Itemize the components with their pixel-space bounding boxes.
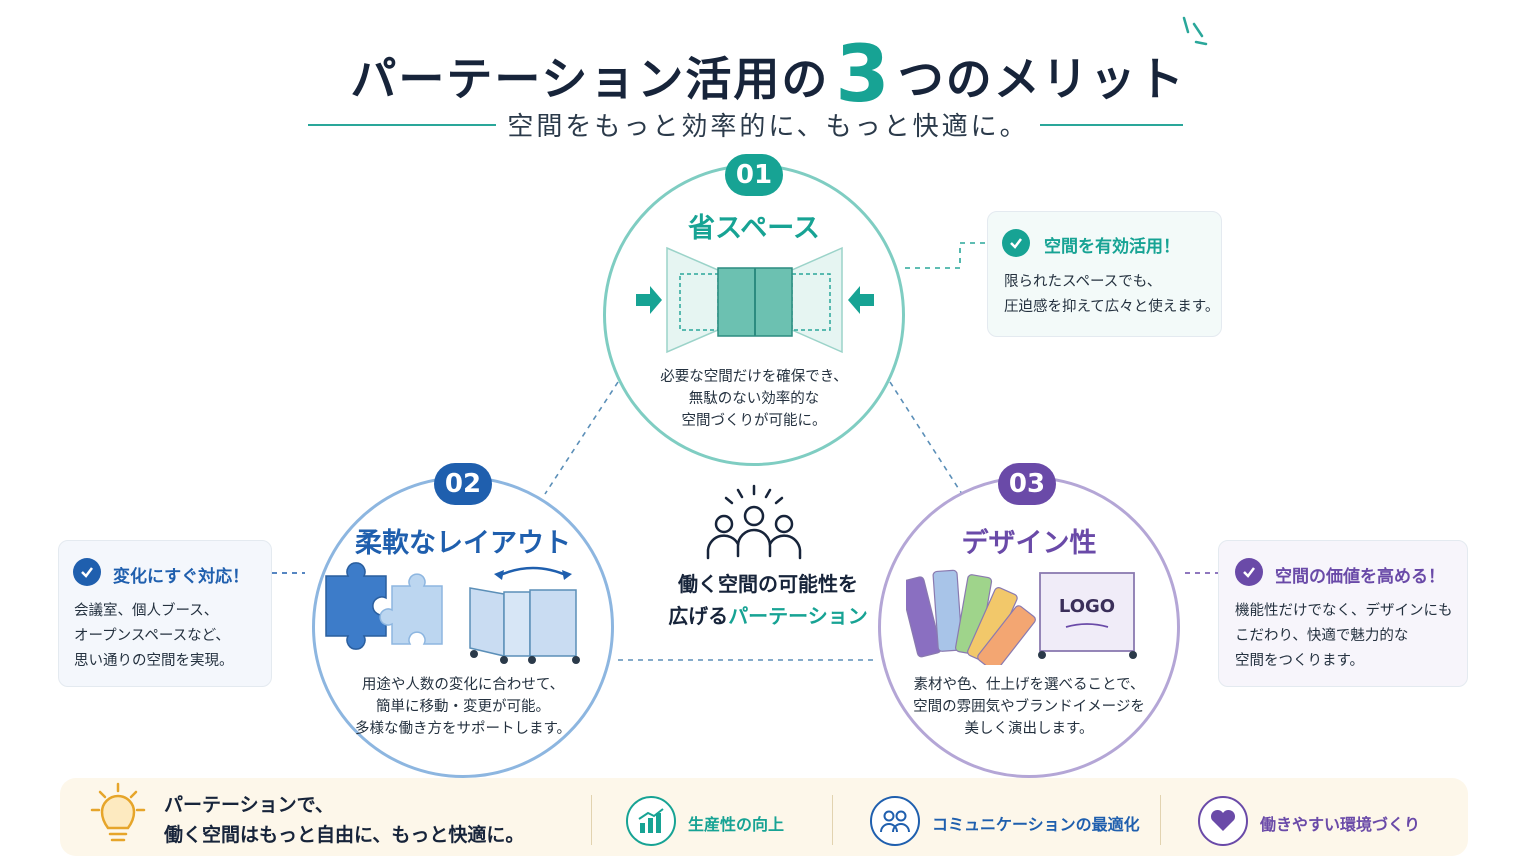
merit-number-badge: 03 <box>998 463 1056 505</box>
center-line1: 働く空間の可能性を <box>678 572 858 596</box>
desc-line: 空間づくりが可能に。 <box>681 413 827 429</box>
check-icon <box>73 558 101 586</box>
puzzle-icon <box>325 562 443 650</box>
growth-chart-icon <box>626 796 676 846</box>
center-message: 働く空間の可能性を 広げるパーテーション <box>618 568 918 632</box>
footer-message-line: 働く空間はもっと自由に、もっと快適に。 <box>164 824 525 846</box>
merit-description: 用途や人数の変化に合わせて、 簡単に移動・変更が可能。 多様な働き方をサポートし… <box>312 674 614 740</box>
puzzle-partition-illustration <box>325 562 580 664</box>
desc-line: 無駄のない効率的な <box>688 391 820 407</box>
title-after: つのメリット <box>897 52 1186 106</box>
color-swatch-icon <box>906 569 1036 665</box>
compact-partition-illustration <box>636 246 874 354</box>
desc-line: 必要な空間だけを確保でき、 <box>660 369 848 385</box>
people-icon <box>870 796 920 846</box>
desc-line: 多様な働き方をサポートします。 <box>354 721 572 737</box>
callout-line: 空間をつくります。 <box>1235 653 1365 669</box>
lightbulb-icon <box>90 782 146 842</box>
divider <box>832 795 833 845</box>
merit-heading: 省スペース <box>688 213 820 244</box>
callout-line: 会議室、個人ブース、 <box>74 603 219 619</box>
merit-number-badge: 01 <box>725 154 783 196</box>
desc-line: 素材や色、仕上げを選べることで、 <box>913 677 1145 693</box>
footer-message: パーテーションで、 働く空間はもっと自由に、もっと快適に。 <box>164 790 524 850</box>
footer-message-line: パーテーションで、 <box>164 794 334 816</box>
callout-body: 限られたスペースでも、 圧迫感を抑えて広々と使えます。 <box>1004 270 1219 320</box>
callout-line: 機能性だけでなく、デザインにも <box>1235 603 1453 619</box>
callout-title: 空間を有効活用！ <box>1044 237 1180 257</box>
callout-card: 空間の価値を高める！ 機能性だけでなく、デザインにも こだわり、快適で魅力的な … <box>1218 540 1468 687</box>
merit-description: 必要な空間だけを確保でき、 無駄のない効率的な 空間づくりが可能に。 <box>603 366 905 432</box>
center-line2-accent: パーテーション <box>728 604 868 628</box>
divider <box>1160 795 1161 845</box>
merit-description: 素材や色、仕上げを選べることで、 空間の雰囲気やブランドイメージを 美しく演出し… <box>878 674 1180 740</box>
color-swatch-illustration <box>906 569 1137 665</box>
callout-body: 機能性だけでなく、デザインにも こだわり、快適で魅力的な 空間をつくります。 <box>1235 599 1453 674</box>
merit-number-badge: 02 <box>434 463 492 505</box>
benefit-label: 生産性の向上 <box>688 815 785 834</box>
subtitle-divider-left <box>308 124 496 126</box>
center-line2-prefix: 広げる <box>668 604 729 628</box>
callout-line: こだわり、快適で魅力的な <box>1235 628 1409 644</box>
callout-card: 変化にすぐ対応！ 会議室、個人ブース、 オープンスペースなど、 思い通りの空間を… <box>58 540 272 687</box>
desc-line: 美しく演出します。 <box>964 721 1094 737</box>
callout-card: 空間を有効活用！ 限られたスペースでも、 圧迫感を抑えて広々と使えます。 <box>987 211 1222 337</box>
merit-heading: デザイン性 <box>961 528 1097 559</box>
callout-line: オープンスペースなど、 <box>74 628 230 644</box>
desc-line: 空間の雰囲気やブランドイメージを <box>913 699 1145 715</box>
subtitle: 空間をもっと効率的に、もっと快適に。 <box>507 112 1029 142</box>
check-icon <box>1002 229 1030 257</box>
callout-title: 空間の価値を高める！ <box>1275 567 1445 587</box>
title-before: パーテーション活用の <box>350 52 830 106</box>
team-people-icon <box>706 484 802 560</box>
desc-line: 簡単に移動・変更が可能。 <box>376 699 550 715</box>
callout-line: 思い通りの空間を実現。 <box>74 653 234 669</box>
callout-line: 限られたスペースでも、 <box>1004 274 1162 290</box>
callout-title: 変化にすぐ対応！ <box>113 567 250 587</box>
heart-icon <box>1198 796 1248 846</box>
callout-line: 圧迫感を抑えて広々と使えます。 <box>1004 299 1220 315</box>
callout-body: 会議室、個人ブース、 オープンスペースなど、 思い通りの空間を実現。 <box>74 599 234 674</box>
subtitle-divider-right <box>1040 124 1183 126</box>
check-icon <box>1235 558 1263 586</box>
divider <box>591 795 592 845</box>
merit-heading: 柔軟なレイアウト <box>355 528 571 559</box>
title-number: 3 <box>835 30 892 120</box>
center-line2: 広げるパーテーション <box>618 600 918 632</box>
benefit-label: 働きやすい環境づくり <box>1260 815 1421 834</box>
logo-placeholder: LOGO <box>1058 596 1116 617</box>
sparkle-icon <box>1182 16 1208 46</box>
desc-line: 用途や人数の変化に合わせて、 <box>361 677 565 693</box>
benefit-label: コミュニケーションの最適化 <box>932 815 1140 834</box>
